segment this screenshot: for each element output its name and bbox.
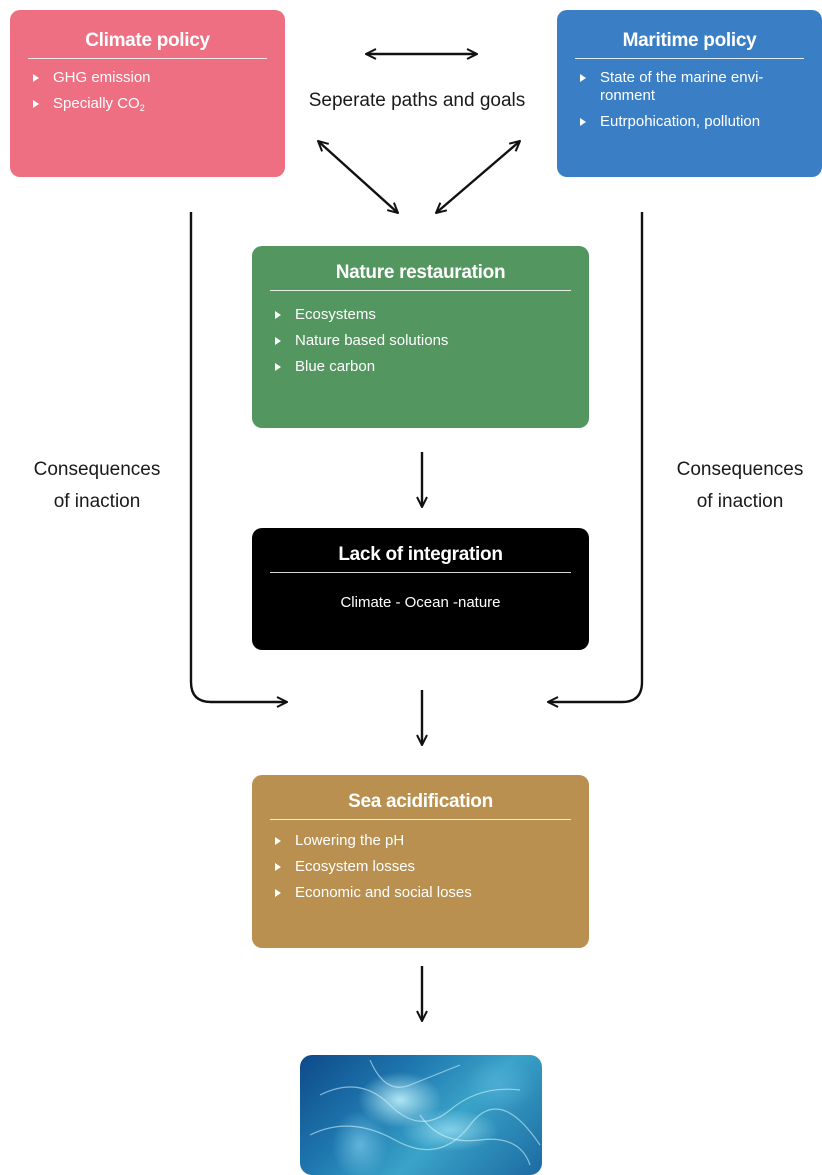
climate-policy-title: Climate policy xyxy=(28,30,267,59)
sea-acidification-list: Lowering the pH Ecosystem losses Economi… xyxy=(272,832,577,910)
sea-acidification-title: Sea acidification xyxy=(270,791,571,820)
maritime-policy-box: Maritime policy State of the marine envi… xyxy=(557,10,822,177)
nature-restauration-list: Ecosystems Nature based solutions Blue c… xyxy=(272,306,577,384)
bullet-triangle-icon xyxy=(275,311,281,319)
nature-restauration-box: Nature restauration Ecosystems Nature ba… xyxy=(252,246,589,428)
co2-subscript: 2 xyxy=(139,103,145,113)
right-consequence-line xyxy=(548,212,644,702)
list-item: Blue carbon xyxy=(272,358,577,376)
list-item: Eutrpohication, pollution xyxy=(577,113,810,131)
list-item: State of the marine envi- ronment xyxy=(577,69,810,105)
bullet-triangle-icon xyxy=(275,889,281,897)
lack-of-integration-title: Lack of integration xyxy=(270,544,571,573)
list-item: GHG emission xyxy=(30,69,273,87)
consequences-left-label: Consequences of inaction xyxy=(33,459,161,512)
list-item: Lowering the pH xyxy=(272,832,577,850)
climate-policy-list: GHG emission Specially CO2 xyxy=(30,69,273,125)
connector-arrows xyxy=(189,0,644,1144)
arrow-climate-nature xyxy=(318,141,398,213)
maritime-policy-title: Maritime policy xyxy=(575,30,804,59)
lack-of-integration-subtitle: Climate - Ocean -nature xyxy=(340,594,501,611)
bullet-triangle-icon xyxy=(275,863,281,871)
bullet-triangle-icon xyxy=(275,337,281,345)
climate-policy-box: Climate policy GHG emission Specially CO… xyxy=(10,10,285,177)
sea-acidification-box: Sea acidification Lowering the pH Ecosys… xyxy=(252,775,589,948)
left-consequence-line xyxy=(189,212,287,702)
bullet-triangle-icon xyxy=(580,74,586,82)
nature-restauration-title: Nature restauration xyxy=(270,262,571,291)
bullet-triangle-icon xyxy=(33,100,39,108)
bullet-triangle-icon xyxy=(580,118,586,126)
ocean-texture xyxy=(309,1059,541,1166)
bullet-triangle-icon xyxy=(33,74,39,82)
list-item: Economic and social loses xyxy=(272,884,577,902)
list-item: Nature based solutions xyxy=(272,332,577,350)
list-item: Specially CO2 xyxy=(30,95,273,117)
bullet-triangle-icon xyxy=(275,837,281,845)
ocean-water-image xyxy=(300,1055,542,1175)
consequences-right-label: Consequences of inaction xyxy=(676,459,804,512)
bullet-triangle-icon xyxy=(275,363,281,371)
list-item: Ecosystem losses xyxy=(272,858,577,876)
list-item: Ecosystems xyxy=(272,306,577,324)
lack-of-integration-box: Lack of integration Climate - Ocean -nat… xyxy=(252,528,589,650)
maritime-policy-list: State of the marine envi- ronment Eutrpo… xyxy=(577,69,810,139)
separate-paths-label: Seperate paths and goals xyxy=(308,90,526,111)
arrow-maritime-nature xyxy=(436,141,520,213)
